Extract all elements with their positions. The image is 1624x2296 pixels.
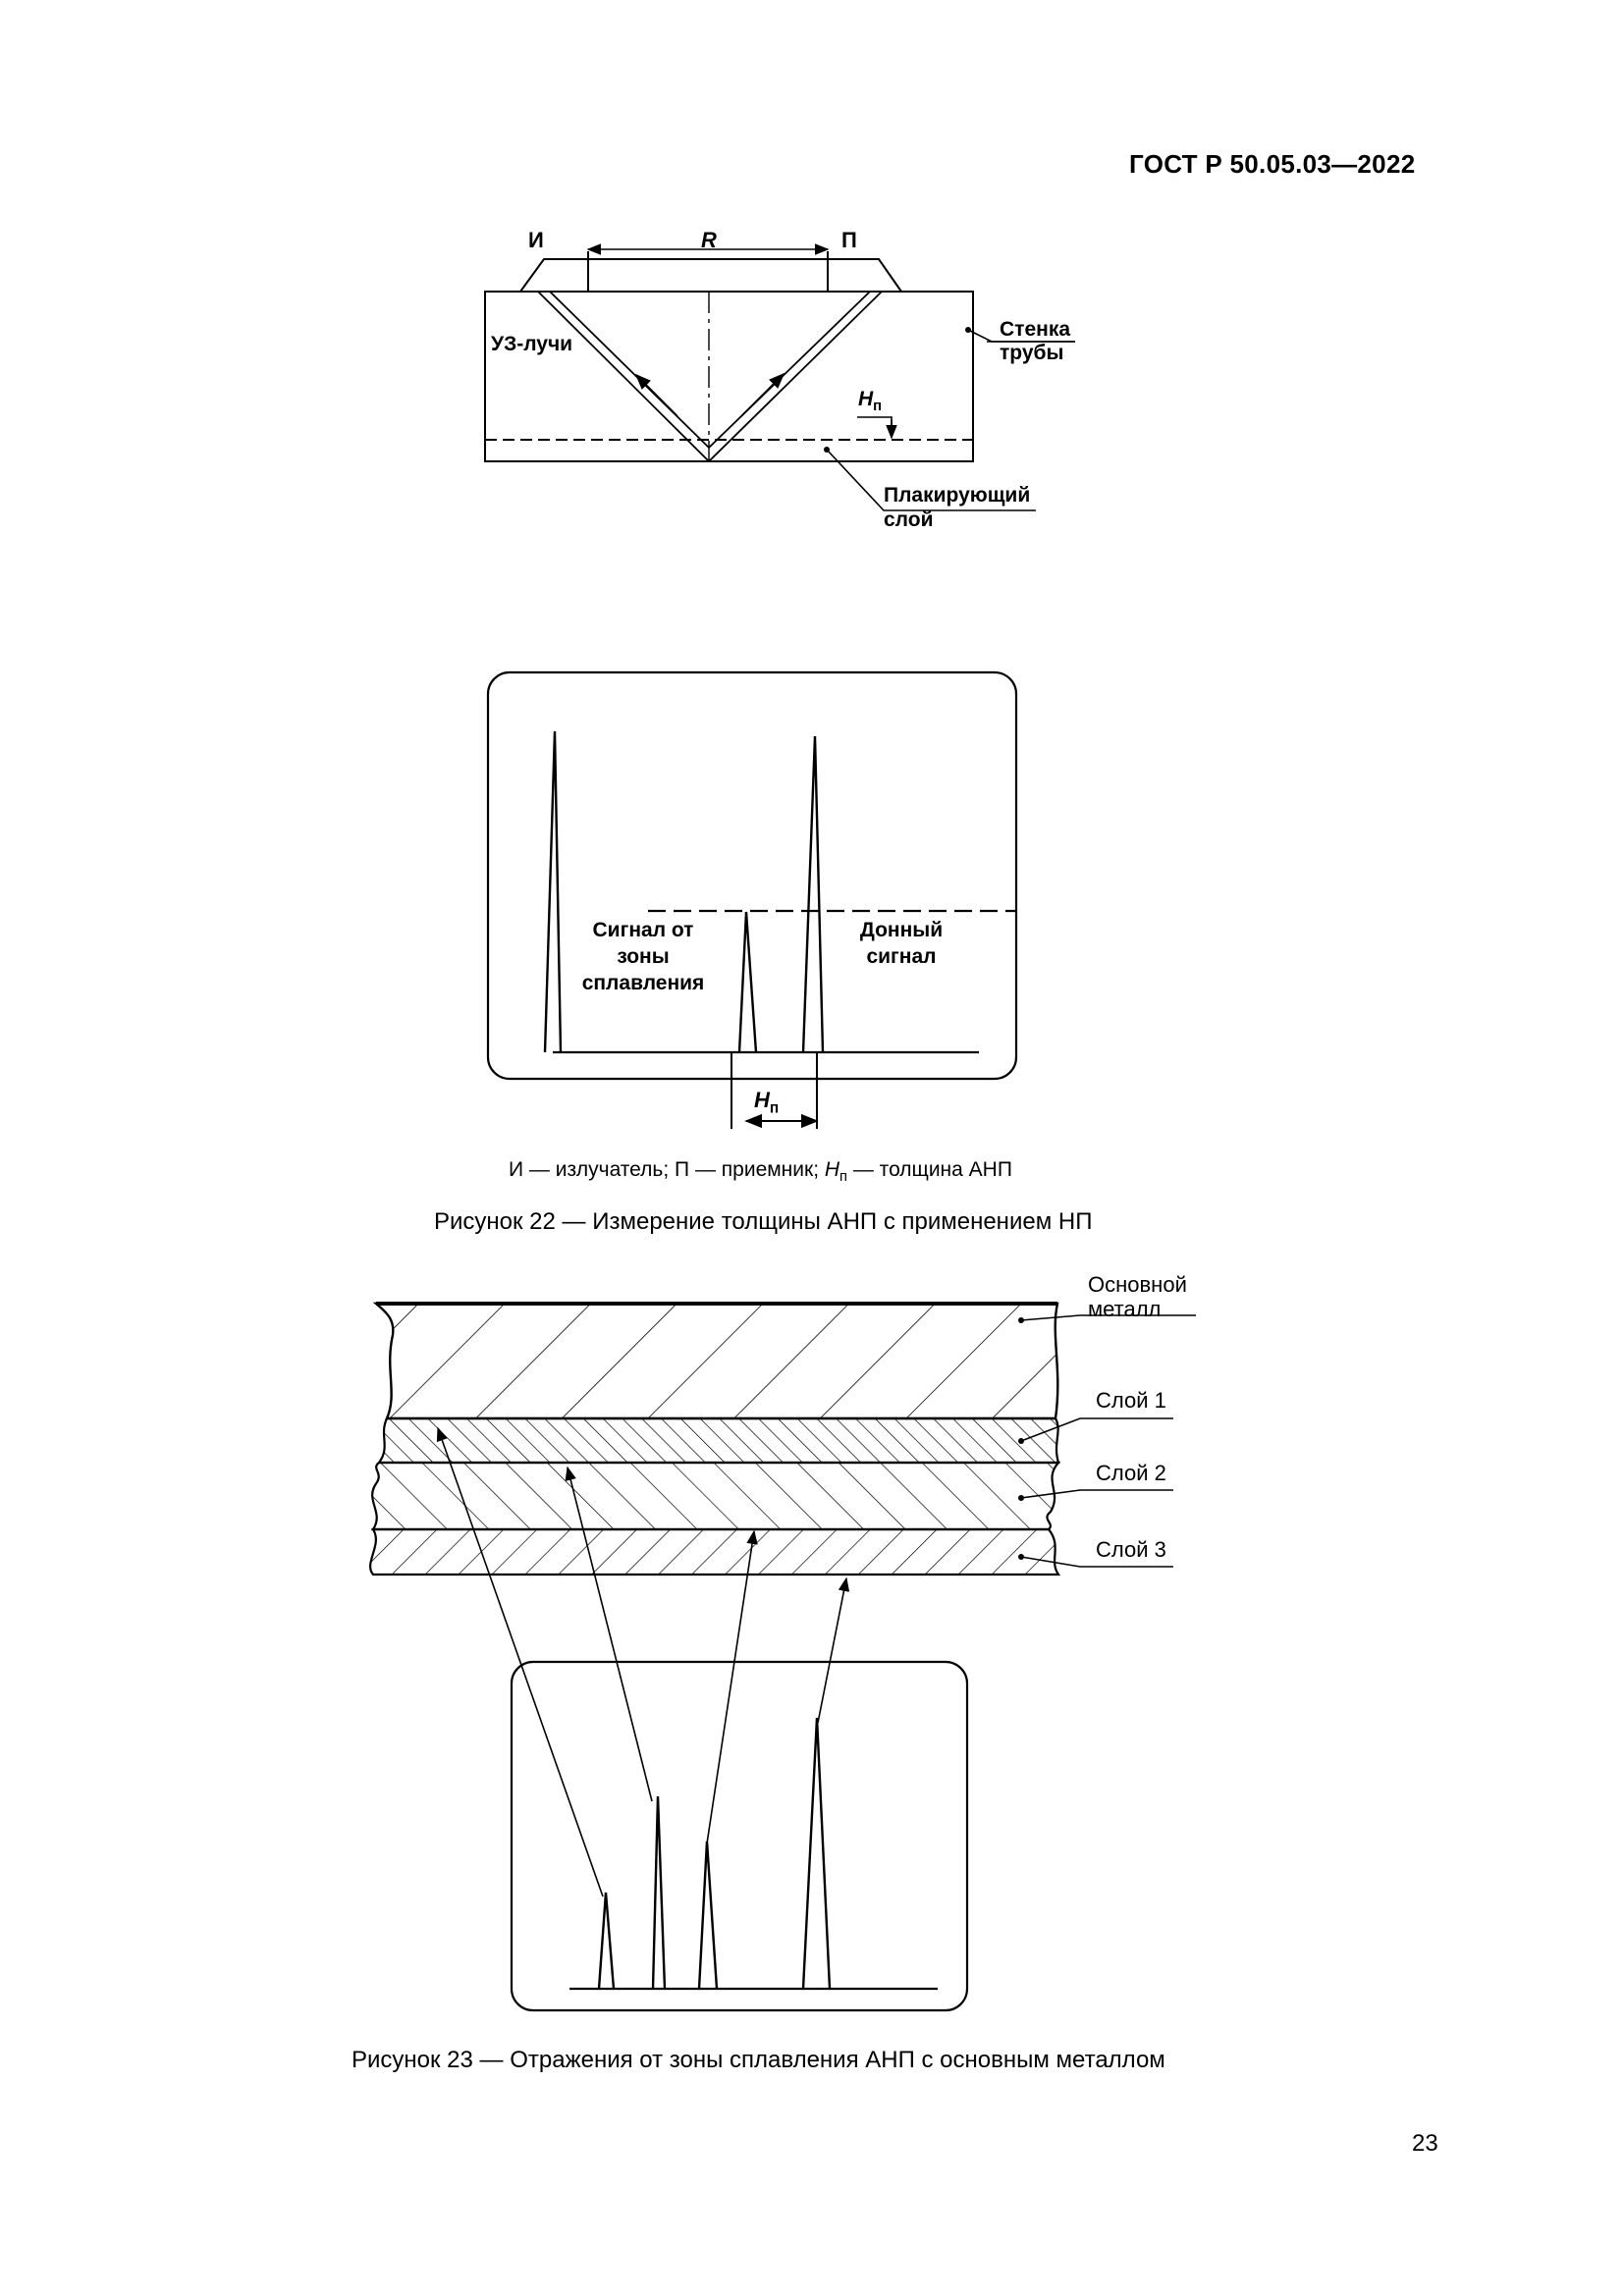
distance-label: R: [701, 228, 717, 252]
document-code: ГОСТ Р 50.05.03—2022: [1129, 149, 1416, 179]
leader-lines-fig23: [1020, 1314, 1196, 1568]
figure-23-caption: Рисунок 23 — Отражения от зоны сплавлени…: [352, 2047, 1165, 2073]
ultrasonic-rays: [537, 291, 883, 462]
clad-thickness-dimension: [857, 416, 897, 440]
legend-sub: п: [839, 1169, 848, 1186]
pulse-markers-fig22: [731, 1052, 819, 1129]
wall-label: Стенка трубы: [1000, 318, 1071, 364]
figure-22-legend: И — излучатель; П — приемник; Hп — толщи…: [509, 1158, 1012, 1185]
page-number: 23: [1412, 2130, 1438, 2157]
legend-part2: — толщина АНП: [847, 1158, 1012, 1181]
oscilloscope-screen-fig22: [486, 670, 1018, 1081]
base-metal-label: Основной металл: [1088, 1272, 1187, 1321]
pipe-wall-section: [484, 291, 974, 462]
rays-label: УЗ-лучи: [491, 333, 573, 355]
bottom-signal-label: Донный сигнал: [859, 919, 944, 968]
screen-thickness-var: H: [754, 1088, 770, 1112]
fusion-signal-label: Сигнал от зоны сплавления: [581, 919, 705, 994]
transducer-prism: [519, 251, 902, 293]
figure-22-caption: Рисунок 22 — Измерение толщины АНП с при…: [434, 1208, 1093, 1235]
layer1-label: Слой 1: [1096, 1388, 1166, 1413]
emitter-label: И: [528, 228, 544, 252]
layer3-label: Слой 3: [1096, 1537, 1166, 1562]
thickness-sub: п: [873, 399, 883, 415]
screen-thickness-label: Hп: [754, 1088, 779, 1121]
thickness-var: H: [858, 388, 874, 410]
receiver-label: П: [841, 228, 857, 252]
reflection-rays-fig23: [436, 1426, 850, 1897]
legend-var: H: [824, 1158, 840, 1181]
layer2-label: Слой 2: [1096, 1461, 1166, 1485]
leader-lines-fig22: [826, 330, 1075, 511]
clad-layer-label: Плакирующий слой: [884, 484, 1031, 531]
oscilloscope-screen-fig23: [510, 1660, 969, 2012]
legend-part1: И — излучатель; П — приемник;: [509, 1158, 825, 1181]
screen-thickness-sub: п: [769, 1099, 780, 1117]
layered-section-fig23: [369, 1302, 1061, 1576]
clad-thickness-label: Hп: [858, 387, 882, 419]
